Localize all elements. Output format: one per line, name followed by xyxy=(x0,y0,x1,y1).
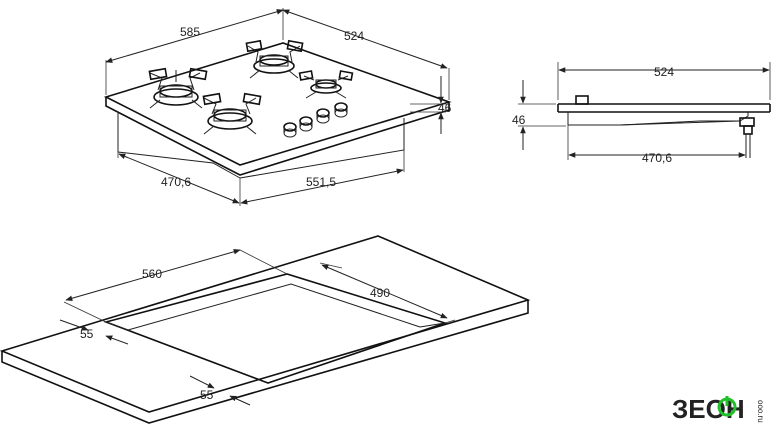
label-524-side: 524 xyxy=(654,65,674,79)
cutout-opening xyxy=(103,273,448,384)
dim-cutout-depth: 490 xyxy=(319,262,456,324)
countertop-cutout-view: 560 490 55 55 xyxy=(0,235,531,424)
label-55-back: 55 xyxy=(80,327,94,341)
burner-right-front xyxy=(298,70,354,99)
hob-side-view: 524 46 470,6 xyxy=(512,62,771,165)
logo-brand-text: ЗЕОН xyxy=(672,394,745,424)
label-524-top: 524 xyxy=(344,29,364,43)
dim-bottom-width: 551,5 xyxy=(240,150,405,205)
logo-tagline: ooo.ru xyxy=(756,400,765,423)
dim-bottom-depth: 470,6 xyxy=(117,152,241,206)
dim-cutout-margin-back: 55 xyxy=(59,319,129,345)
brand-logo: ЗЕОН ooo.ru xyxy=(672,394,765,424)
label-55-front: 55 xyxy=(200,388,214,402)
hob-isometric-view: 585 524 46 470,6 551,5 xyxy=(103,8,452,206)
dim-side-bottom: 470,6 xyxy=(567,125,746,165)
dim-side-depth: 524 xyxy=(557,62,771,100)
label-585: 585 xyxy=(180,25,200,39)
label-560: 560 xyxy=(142,267,162,281)
dim-side-height: 46 xyxy=(512,80,566,150)
dim-cutout-width: 560 xyxy=(63,249,288,323)
label-470-6-side: 470,6 xyxy=(642,151,672,165)
power-icon xyxy=(717,396,737,417)
label-46-top: 46 xyxy=(438,101,452,115)
burner-left-front xyxy=(202,92,262,135)
hob-glass-edge xyxy=(105,97,450,176)
dim-top-height: 46 xyxy=(410,76,452,134)
hob-body-right xyxy=(239,118,405,179)
gas-connector xyxy=(739,117,755,158)
burner-left-back xyxy=(148,67,208,109)
label-490: 490 xyxy=(370,286,390,300)
dim-top-depth: 524 xyxy=(282,9,450,100)
dim-cutout-margin-front: 55 xyxy=(189,375,251,406)
control-knobs xyxy=(283,102,348,138)
label-46-side: 46 xyxy=(512,113,526,127)
label-551-5: 551,5 xyxy=(306,175,336,189)
hob-glass-top xyxy=(103,42,452,166)
label-470-6-iso: 470,6 xyxy=(161,175,191,189)
countertop-edge xyxy=(1,300,529,424)
